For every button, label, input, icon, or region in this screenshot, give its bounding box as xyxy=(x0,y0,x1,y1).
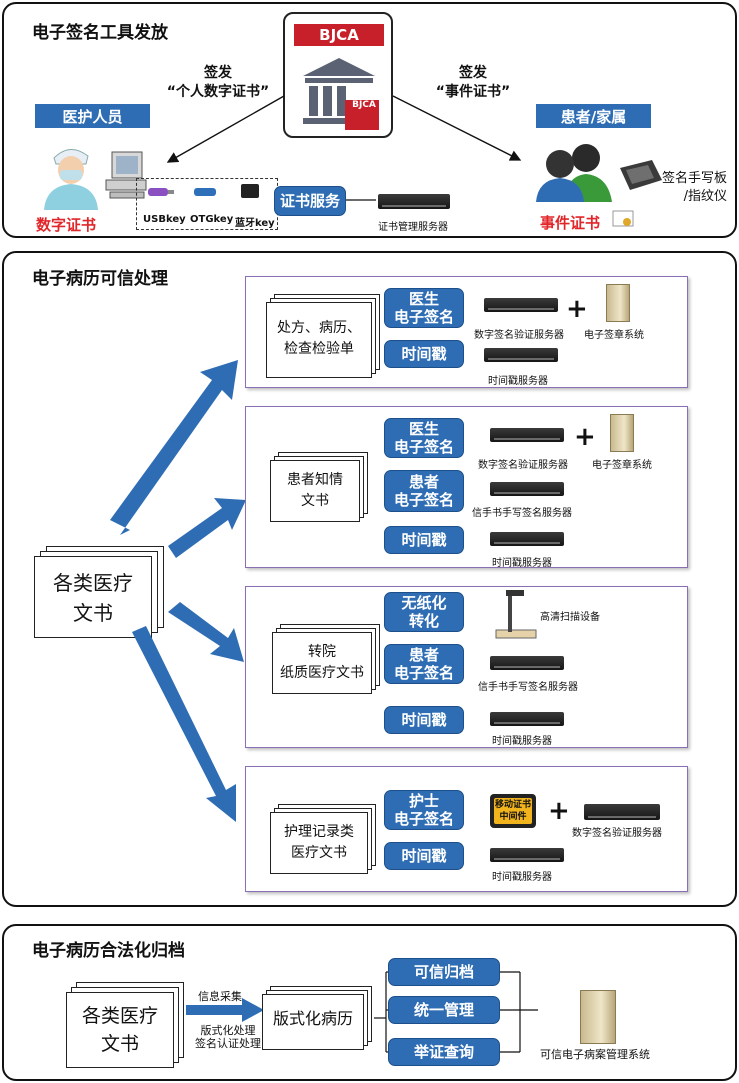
card1-timestamp-server-label: 时间戳服务器 xyxy=(488,376,548,387)
card2-verify-server-icon xyxy=(490,428,564,442)
source-documents: 各类医疗文书 xyxy=(34,546,166,638)
usbkey-label: USBkey xyxy=(143,214,186,225)
card3-scanner-label: 高清扫描设备 xyxy=(540,612,600,623)
otgkey-label: OTGkey xyxy=(190,214,234,225)
archive-connector-lines xyxy=(374,971,538,1053)
card1-doctor-sign-button[interactable]: 医生电子签名 xyxy=(384,288,464,328)
section1-title: 电子签名工具发放 xyxy=(32,23,168,43)
card3-document: 转院纸质医疗文书 xyxy=(272,624,382,694)
cert-server-icon xyxy=(378,194,450,209)
bluetooth-key-label: 蓝牙key xyxy=(235,218,275,229)
card4-timestamp-button[interactable]: 时间戳 xyxy=(384,842,464,870)
card4-nurse-sign-button[interactable]: 护士电子签名 xyxy=(384,790,464,830)
bluetooth-key-icon xyxy=(241,184,259,198)
card3-handwrite-server-label: 信手书手写签名服务器 xyxy=(478,682,578,693)
card2-seal-system-icon xyxy=(610,414,634,452)
card4-document: 护理记录类医疗文书 xyxy=(270,804,378,874)
card1-document: 处方、病历、检查检验单 xyxy=(266,294,382,378)
patient-label: 患者/家属 xyxy=(536,104,651,128)
section2-title: 电子病历可信处理 xyxy=(32,269,168,289)
card2-patient-sign-button[interactable]: 患者电子签名 xyxy=(384,470,464,512)
card2-verify-server-label: 数字签名验证服务器 xyxy=(478,460,568,471)
flow-arrows xyxy=(110,360,246,822)
signature-pad-icon xyxy=(620,160,662,190)
archive-system-icon xyxy=(580,990,616,1044)
certificate-icon xyxy=(612,210,634,227)
patients-icon xyxy=(536,144,612,202)
archive-arrow xyxy=(186,998,264,1022)
card1-seal-system-label: 电子签章系统 xyxy=(584,330,644,341)
issue-arrows xyxy=(166,95,522,201)
cert-server-label: 证书管理服务器 xyxy=(378,222,448,233)
unified-management-button[interactable]: 统一管理 xyxy=(388,996,500,1024)
scanner-icon xyxy=(495,590,537,639)
card2-timestamp-server-label: 时间戳服务器 xyxy=(492,558,552,569)
bjca-logo: BJCA BJCA xyxy=(283,12,393,138)
card3-patient-sign-button[interactable]: 患者电子签名 xyxy=(384,644,464,684)
card3-timestamp-button[interactable]: 时间戳 xyxy=(384,706,464,734)
issue-personal-cert-label: 签发“个人数字证书” xyxy=(166,65,270,100)
plus-icon: + xyxy=(548,796,570,826)
card1-verify-server-icon xyxy=(484,298,558,312)
card4-verify-server-label: 数字签名验证服务器 xyxy=(572,828,662,839)
otgkey-icon xyxy=(194,188,216,196)
formatted-record: 版式化病历 xyxy=(262,986,374,1050)
card1-verify-server-label: 数字签名验证服务器 xyxy=(474,330,564,341)
card3-timestamp-server-icon xyxy=(490,712,564,726)
format-process-label: 版式化处理签名认证处理 xyxy=(195,1024,261,1050)
digital-cert-label: 数字证书 xyxy=(36,216,97,234)
usbkey-icon xyxy=(148,188,174,196)
card3-timestamp-server-label: 时间戳服务器 xyxy=(492,736,552,747)
bjca-badge: BJCA xyxy=(352,100,376,110)
info-collection-label: 信息采集 xyxy=(198,990,242,1003)
cert-service-button[interactable]: 证书服务 xyxy=(274,186,346,216)
card3-handwrite-server-icon xyxy=(490,656,564,670)
card2-handwrite-server-label: 信手书手写签名服务器 xyxy=(472,508,572,519)
plus-icon: + xyxy=(566,294,588,324)
card4-timestamp-server-icon xyxy=(490,848,564,862)
event-cert-label: 事件证书 xyxy=(540,214,601,232)
archive-source-documents: 各类医疗文书 xyxy=(66,982,186,1068)
card4-verify-server-icon xyxy=(584,804,660,820)
card3-paperless-button[interactable]: 无纸化转化 xyxy=(384,592,464,632)
computer-icon xyxy=(105,151,147,199)
sign-pad-label: 签名手写板/指纹仪 xyxy=(662,171,728,204)
mobile-cert-middleware: 移动证书中间件 xyxy=(490,794,536,828)
card2-doctor-sign-button[interactable]: 医生电子签名 xyxy=(384,418,464,458)
issue-event-cert-label: 签发“事件证书” xyxy=(435,65,511,100)
card2-document: 患者知情文书 xyxy=(270,452,370,522)
card4-timestamp-server-label: 时间戳服务器 xyxy=(492,872,552,883)
card1-seal-system-icon xyxy=(606,284,630,322)
doctor-icon xyxy=(44,149,98,210)
card1-timestamp-server-icon xyxy=(484,348,558,362)
card2-handwrite-server-icon xyxy=(490,482,564,496)
card2-timestamp-server-icon xyxy=(490,532,564,546)
bank-building-icon xyxy=(303,58,379,130)
card2-seal-system-label: 电子签章系统 xyxy=(592,460,652,471)
card1-timestamp-button[interactable]: 时间戳 xyxy=(384,340,464,368)
archive-system-label: 可信电子病案管理系统 xyxy=(540,1048,650,1061)
card2-timestamp-button[interactable]: 时间戳 xyxy=(384,526,464,554)
plus-icon: + xyxy=(574,422,596,452)
section3-title: 电子病历合法化归档 xyxy=(32,941,185,961)
medical-staff-label: 医护人员 xyxy=(35,104,150,128)
bjca-banner: BJCA xyxy=(294,24,384,46)
trusted-archive-button[interactable]: 可信归档 xyxy=(388,958,500,986)
evidence-query-button[interactable]: 举证查询 xyxy=(388,1038,500,1066)
